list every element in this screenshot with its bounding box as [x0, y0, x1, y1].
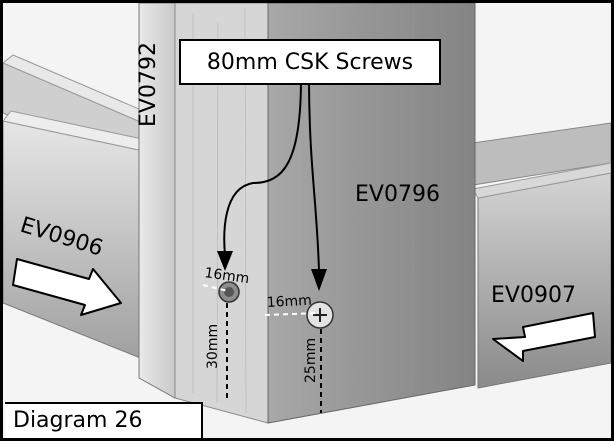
- callout-line-right: [308, 78, 320, 272]
- dim-lines-vertical: [226, 303, 322, 413]
- dim-lines-horizontal: [202, 284, 320, 316]
- diagram-caption: Diagram 26: [5, 402, 203, 438]
- dim-label-right-vertical: 25mm: [303, 338, 319, 383]
- dim-label-right-horizontal: 16mm: [266, 293, 312, 311]
- left-arrow: [12, 258, 122, 316]
- diagram-caption-text: Diagram 26: [13, 408, 143, 433]
- dim-label-left-horizontal: 16mm: [203, 265, 250, 287]
- dim-label-left-vertical: 30mm: [205, 324, 221, 369]
- screw-left: [218, 281, 240, 303]
- right-arrow: [492, 312, 596, 362]
- callout-line-left: [223, 78, 302, 256]
- screw-callout: 80mm CSK Screws: [179, 39, 441, 85]
- callout-arrowhead-right: [311, 269, 327, 291]
- right-rail-ev0907: [477, 172, 611, 389]
- label-ev0907: EV0907: [491, 283, 576, 308]
- screw-right: [306, 301, 334, 329]
- screw-callout-text: 80mm CSK Screws: [206, 49, 414, 75]
- label-ev0796: EV0796: [355, 182, 440, 207]
- label-ev0792: EV0792: [136, 42, 161, 127]
- callout-arrowhead-left: [217, 251, 233, 271]
